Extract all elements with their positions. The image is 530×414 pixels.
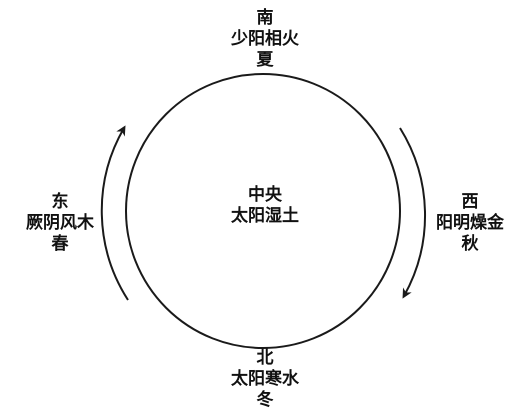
center-line2: 太阳湿土 bbox=[231, 206, 299, 226]
left-rising-arrow bbox=[100, 125, 129, 301]
center-label: 中央 太阳湿土 bbox=[205, 185, 325, 227]
north-element: 少阳相火 bbox=[231, 29, 299, 49]
south-label: 北 太阳寒水 冬 bbox=[205, 348, 325, 411]
east-element: 厥阴风木 bbox=[26, 213, 94, 233]
west-label: 西 阳明燥金 秋 bbox=[410, 192, 530, 255]
west-direction: 西 bbox=[461, 192, 479, 212]
east-label: 东 厥阴风木 春 bbox=[0, 192, 120, 255]
right-descending-arrow bbox=[399, 127, 427, 299]
north-direction: 南 bbox=[256, 8, 274, 28]
north-season: 夏 bbox=[256, 50, 274, 70]
central-circle bbox=[125, 73, 401, 349]
south-season: 冬 bbox=[256, 390, 274, 410]
west-element: 阳明燥金 bbox=[436, 213, 504, 233]
center-line1: 中央 bbox=[248, 185, 282, 205]
south-element: 太阳寒水 bbox=[231, 369, 299, 389]
south-direction: 北 bbox=[256, 348, 274, 368]
east-direction: 东 bbox=[51, 192, 69, 212]
north-label: 南 少阳相火 夏 bbox=[205, 8, 325, 71]
west-season: 秋 bbox=[461, 234, 479, 254]
east-season: 春 bbox=[51, 234, 69, 254]
